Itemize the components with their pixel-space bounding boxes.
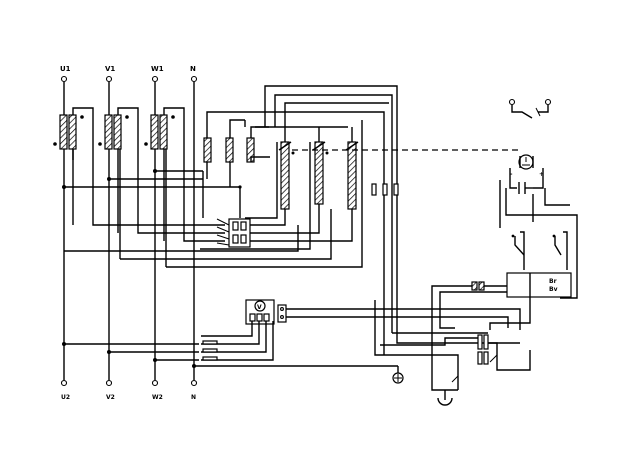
lower-feeder-lines bbox=[64, 120, 363, 268]
upper-resistors bbox=[203, 111, 385, 352]
lower-relay-section bbox=[374, 273, 531, 406]
right-side-wiring bbox=[499, 180, 578, 299]
lamp-relay bbox=[509, 154, 544, 189]
capacitor: - + bbox=[510, 171, 544, 194]
resistor-leads bbox=[200, 142, 353, 250]
phase-lines bbox=[63, 82, 195, 380]
top-bus-lines bbox=[244, 85, 520, 344]
terminal-label-n-bottom: N bbox=[191, 394, 196, 401]
terminal-label-u2: U2 bbox=[61, 394, 70, 401]
neutral-line bbox=[192, 364, 404, 384]
controller-label-bv: Bv bbox=[549, 286, 558, 293]
bottom-terminals bbox=[60, 379, 198, 387]
capacitor-minus-label: - bbox=[510, 171, 513, 178]
limit-switch bbox=[508, 98, 552, 119]
terminal-label-v2: V2 bbox=[106, 394, 115, 401]
capacitor-plus-label: + bbox=[539, 171, 544, 178]
contact-switch-block bbox=[216, 218, 251, 248]
voltmeter-wiring bbox=[62, 308, 521, 362]
large-resistors bbox=[278, 127, 359, 210]
terminal-label-v1: V1 bbox=[105, 65, 115, 73]
current-transformer-u bbox=[53, 107, 225, 226]
controller-box: Br Bv bbox=[431, 272, 572, 343]
terminal-label-w1: W1 bbox=[151, 65, 164, 73]
terminal-label-u1: U1 bbox=[60, 65, 71, 73]
terminal-label-w2: W2 bbox=[152, 394, 163, 401]
voltmeter-block: V bbox=[245, 299, 287, 325]
series-components bbox=[371, 183, 399, 196]
terminal-label-n-top: N bbox=[190, 65, 196, 73]
current-transformer-v bbox=[98, 107, 225, 234]
controller-label-br: Br bbox=[549, 278, 557, 285]
ct-return-lines bbox=[62, 149, 240, 241]
current-transformer-w bbox=[144, 107, 225, 242]
top-terminals bbox=[60, 75, 198, 83]
voltmeter-label: V bbox=[257, 304, 262, 311]
